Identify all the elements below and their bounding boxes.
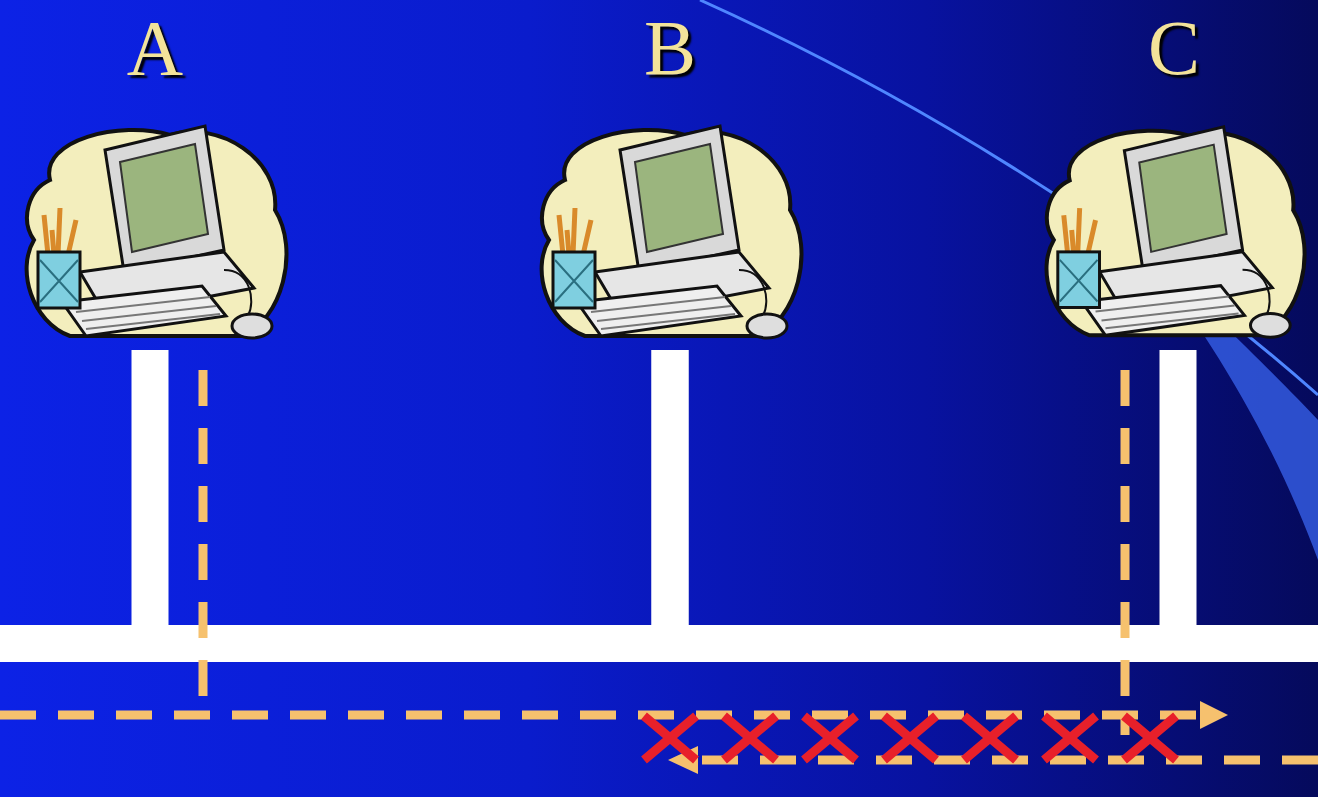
collision-x — [644, 716, 696, 760]
keyboard — [577, 286, 741, 336]
mouse-cord — [224, 270, 251, 316]
pencils — [559, 208, 591, 255]
collision-x — [1044, 716, 1096, 760]
monitor-case — [105, 126, 224, 272]
mouse-cord — [1243, 270, 1270, 316]
computer-node: A — [10, 0, 300, 350]
mouse-cord — [739, 270, 766, 316]
monitor-case — [620, 126, 739, 272]
swoosh-line — [700, 0, 1318, 395]
pencil-cup — [38, 252, 80, 308]
icon-blob — [27, 130, 287, 336]
cup-pattern — [1060, 260, 1098, 302]
bus-cable — [150, 350, 670, 644]
pencil-cup — [1058, 252, 1100, 308]
collision-x — [804, 716, 856, 760]
computer-icon — [1030, 120, 1318, 350]
bus-cable — [670, 350, 1178, 644]
cup-pattern — [40, 260, 78, 302]
computer-node: B — [525, 0, 815, 350]
cup-pattern — [555, 260, 593, 302]
monitor-case — [1124, 127, 1242, 272]
keyboard-keys — [76, 297, 220, 329]
keyboard — [1082, 286, 1245, 336]
computer-label: C — [1030, 0, 1318, 96]
monitor-screen — [120, 144, 208, 252]
monitor-screen — [635, 144, 723, 252]
signal-line-a-down — [199, 370, 208, 715]
icon-blob — [542, 130, 802, 336]
collision-x — [964, 716, 1016, 760]
icon-blob — [1046, 131, 1304, 336]
mouse — [1250, 313, 1290, 337]
computer-label: B — [525, 0, 815, 96]
signal-line-a — [0, 711, 1205, 720]
mouse — [747, 314, 787, 338]
keyboard-keys — [591, 297, 735, 329]
collision-x — [724, 716, 776, 760]
keyboard — [62, 286, 226, 336]
computer-icon — [525, 120, 815, 350]
collision-x — [884, 716, 936, 760]
computer-icon — [10, 120, 300, 350]
keyboard-keys — [1096, 297, 1239, 329]
signal-arrowhead — [1200, 701, 1228, 729]
computer-node: C — [1030, 0, 1318, 350]
signal-line-c-down — [1121, 370, 1130, 735]
pencils — [1064, 208, 1096, 255]
collision-x — [1124, 716, 1176, 760]
collision-marks — [644, 716, 1176, 760]
pencils — [44, 208, 76, 255]
pencil-cup — [553, 252, 595, 308]
monitor-screen — [1139, 145, 1226, 252]
mouse — [232, 314, 272, 338]
computer-label: A — [10, 0, 300, 96]
